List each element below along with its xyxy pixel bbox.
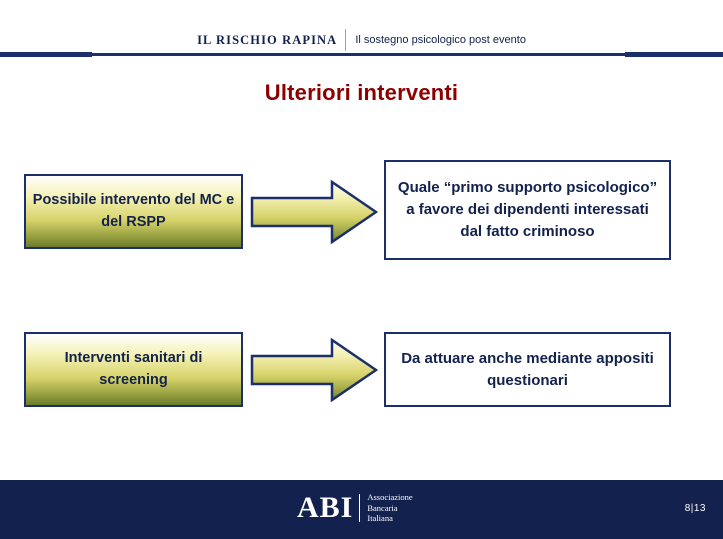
abi-logo-divider	[359, 493, 361, 522]
right-arrow-row1	[250, 176, 379, 248]
right-arrow-row2	[250, 334, 379, 406]
header-rule-left	[0, 52, 92, 57]
header-rule-right	[625, 52, 723, 57]
header-divider	[345, 29, 347, 51]
gradient-box-row2: Interventi sanitari di screening	[24, 332, 243, 407]
header-left-title: IL RISCHIO RAPINA	[197, 32, 338, 47]
header-title-row: IL RISCHIO RAPINA Il sostegno psicologic…	[0, 28, 723, 52]
page-title: Ulteriori interventi	[264, 80, 459, 105]
slide-header: IL RISCHIO RAPINA Il sostegno psicologic…	[0, 0, 723, 60]
white-box-row2: Da attuare anche mediante appositi quest…	[384, 332, 671, 407]
page-number: 8|13	[684, 503, 706, 514]
header-right-subtitle: Il sostegno psicologico post evento	[355, 34, 526, 46]
gradient-box-row1: Possibile intervento del MC e del RSPP	[24, 174, 243, 249]
abi-wordmark: ABI	[297, 490, 354, 524]
white-box-row1: Quale “primo supporto psicologico” a fav…	[384, 160, 671, 260]
header-rule-middle	[92, 53, 625, 56]
slide-footer	[0, 480, 723, 539]
